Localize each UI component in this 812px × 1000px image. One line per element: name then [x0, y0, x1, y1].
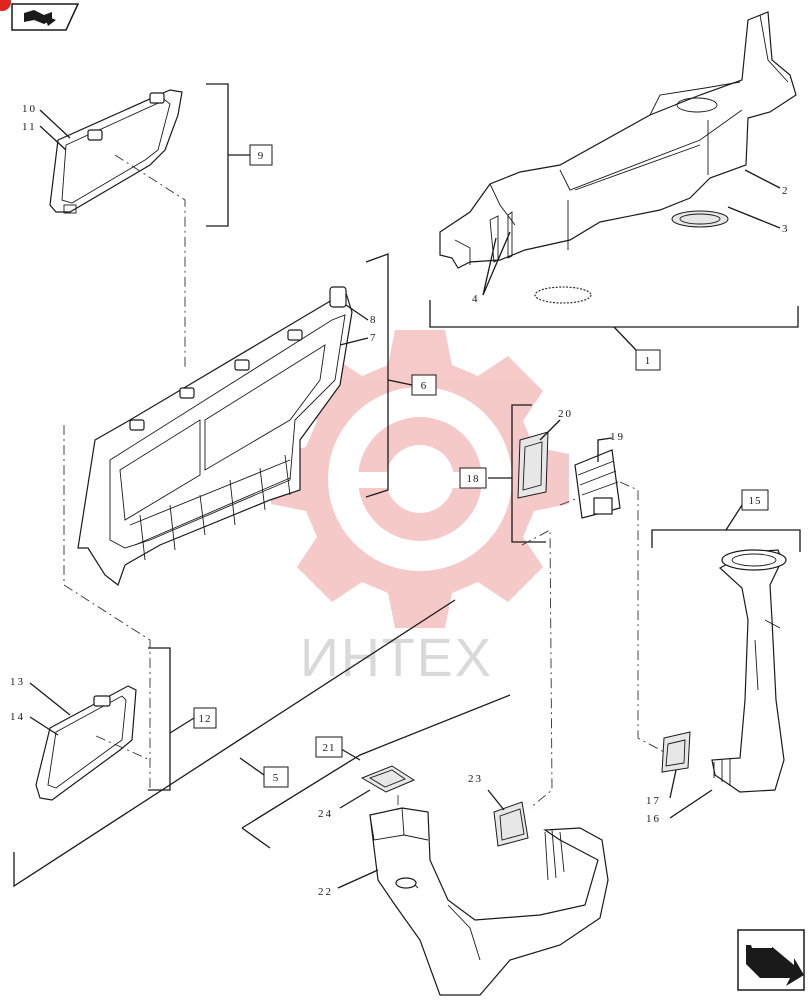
part-gasket-23 [493, 801, 529, 847]
part-boot-19 [574, 449, 621, 519]
part-seal-3 [671, 210, 729, 228]
bracket-9 [206, 83, 229, 227]
callout-2: 2 [782, 185, 790, 197]
assembly-box-6[interactable]: 6 [411, 374, 437, 396]
bracket-15 [651, 529, 801, 552]
part-gasket-20 [517, 431, 549, 499]
assembly-box-15[interactable]: 15 [741, 489, 769, 511]
assembly-box-18[interactable]: 18 [459, 467, 487, 489]
assembly-box-9[interactable]: 9 [249, 144, 273, 166]
assembly-box-5[interactable]: 5 [263, 766, 289, 788]
assembly-box-1[interactable]: 1 [635, 349, 661, 371]
svg-text:6: 6 [421, 380, 428, 392]
callout-20: 20 [558, 408, 573, 420]
svg-text:1: 1 [645, 355, 652, 367]
callout-8: 8 [370, 314, 378, 326]
callout-3: 3 [782, 223, 790, 235]
callout-14: 14 [10, 711, 25, 723]
bracket-12 [148, 647, 171, 791]
part-gasket-17 [661, 731, 691, 773]
book-arrow-icon[interactable] [0, 0, 80, 31]
callout-4: 4 [472, 293, 480, 305]
svg-text:5: 5 [273, 772, 280, 784]
bracket-18 [511, 404, 546, 543]
part-frame-13 [35, 685, 137, 801]
part-frame-10 [49, 89, 183, 214]
callout-11: 11 [22, 121, 37, 133]
part-elbow-duct-15 [711, 549, 787, 793]
callout-17: 17 [646, 795, 661, 807]
part-lower-duct-22 [369, 807, 609, 996]
part-strip-4 [534, 286, 592, 304]
svg-text:18: 18 [467, 473, 480, 485]
callout-19: 19 [610, 431, 625, 443]
callout-10: 10 [22, 103, 37, 115]
callout-16: 16 [646, 813, 661, 825]
svg-text:12: 12 [199, 713, 212, 725]
part-duct-upper [439, 11, 797, 269]
bracket-6 [365, 253, 389, 498]
svg-text:15: 15 [749, 495, 762, 507]
part-gasket-24 [360, 765, 416, 793]
svg-text:21: 21 [323, 742, 336, 754]
watermark-gear-logo [271, 330, 569, 628]
part-grille-6 [77, 286, 353, 586]
callout-22: 22 [318, 886, 333, 898]
svg-text:9: 9 [258, 150, 265, 162]
callout-7: 7 [370, 332, 378, 344]
assembly-box-12[interactable]: 12 [193, 707, 217, 729]
callout-13: 13 [10, 676, 25, 688]
bracket-5 [13, 599, 456, 888]
watermark-text: ИНТЕХ [300, 628, 493, 688]
bracket-1 [429, 300, 799, 328]
callout-24: 24 [318, 808, 333, 820]
callout-23: 23 [468, 773, 483, 785]
assembly-box-21[interactable]: 21 [315, 736, 343, 758]
next-page-arrow-icon[interactable] [737, 929, 805, 991]
bracket-21 [241, 694, 511, 829]
